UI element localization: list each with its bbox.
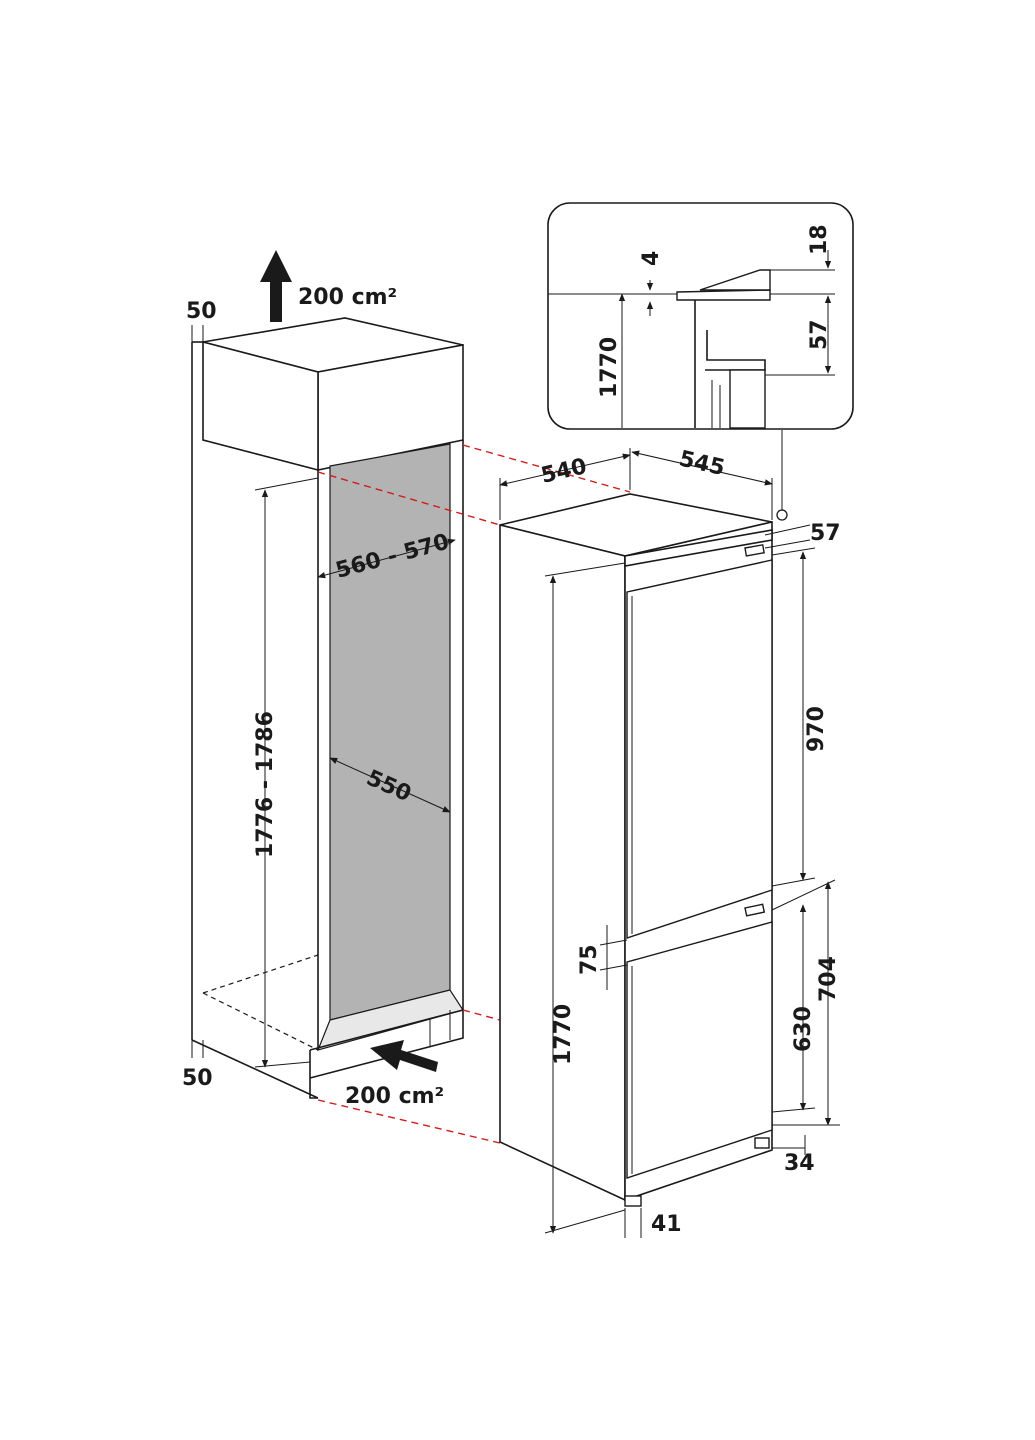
label-vent-top: 200 cm² <box>298 285 397 310</box>
label-side-gap-top: 50 <box>186 299 217 324</box>
appliance <box>499 430 840 1238</box>
vent-in-arrow-icon <box>370 1040 438 1072</box>
detail-frame <box>547 202 854 430</box>
detail-hinge-plate <box>676 289 771 301</box>
label-lower-door: 630 <box>791 1006 816 1052</box>
base-foot <box>624 1195 642 1207</box>
label-side-gap-bottom: 50 <box>182 1066 213 1091</box>
detail-callout-marker <box>776 509 788 521</box>
lower-door <box>626 921 773 1179</box>
label-detail-57: 57 <box>807 319 832 350</box>
niche-width-dim-line <box>317 538 456 579</box>
niche-cavity-back <box>329 443 451 1021</box>
appliance-width-dim-line <box>499 453 631 487</box>
label-appliance-width: 540 <box>539 454 589 489</box>
appliance-depth-dim-line <box>631 450 773 486</box>
detail-callout <box>547 202 854 430</box>
label-base-right: 34 <box>784 1151 815 1176</box>
bottom-hinge <box>754 1137 770 1149</box>
label-base-front: 41 <box>651 1212 682 1237</box>
vent-up-arrow-icon <box>260 250 292 322</box>
label-detail-1770: 1770 <box>597 337 622 398</box>
label-niche-height: 1776 - 1786 <box>253 711 278 858</box>
niche-depth-dim-line <box>329 757 451 813</box>
niche-cabinet <box>191 250 464 1099</box>
label-top-gap: 57 <box>810 521 841 546</box>
label-appliance-depth: 545 <box>677 446 727 481</box>
middle-hinge <box>744 903 766 917</box>
appliance-side <box>499 523 626 1202</box>
upper-door <box>626 559 773 939</box>
top-hinge <box>744 544 765 557</box>
label-door-gap: 75 <box>577 944 602 975</box>
label-detail-18: 18 <box>807 224 832 255</box>
label-detail-4: 4 <box>639 251 664 266</box>
label-lower-section: 704 <box>816 956 841 1002</box>
label-vent-bottom: 200 cm² <box>345 1084 444 1109</box>
label-upper-door: 970 <box>804 706 829 752</box>
dimension-labels: 200 cm² 50 50 200 cm² 1776 - 1786 560 - … <box>182 224 841 1237</box>
label-total-height: 1770 <box>551 1004 576 1065</box>
